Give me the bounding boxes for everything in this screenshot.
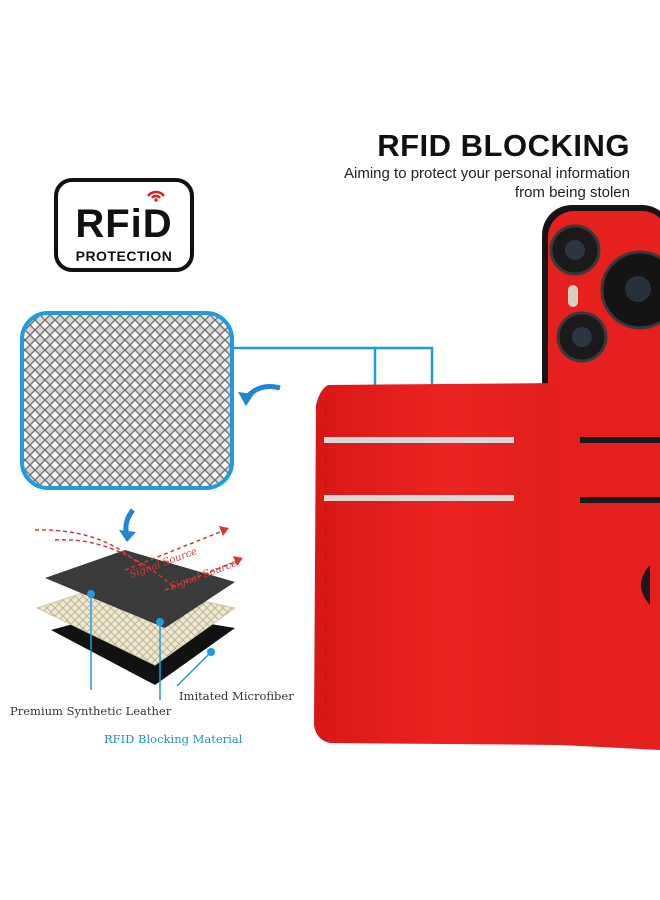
wireless-signal-icon bbox=[147, 190, 165, 202]
badge-sub-text: PROTECTION bbox=[75, 248, 173, 264]
phone-wallet-case bbox=[314, 205, 660, 750]
rfid-mesh-swatch bbox=[20, 311, 234, 490]
page-title: RFID BLOCKING bbox=[377, 128, 630, 163]
leather-layer-label: Premium Synthetic Leather bbox=[10, 704, 172, 718]
microfiber-layer-label: Imitated Microfiber bbox=[179, 689, 294, 703]
rfid-protection-badge: RFiD PROTECTION bbox=[54, 178, 194, 272]
badge-main-text: RFiD bbox=[75, 202, 173, 246]
material-layers-diagram bbox=[34, 508, 243, 700]
subtitle-line-1: Aiming to protect your personal informat… bbox=[344, 165, 630, 182]
blocking-material-label: RFID Blocking Material bbox=[104, 732, 243, 746]
subtitle-line-2: from being stolen bbox=[514, 184, 630, 201]
